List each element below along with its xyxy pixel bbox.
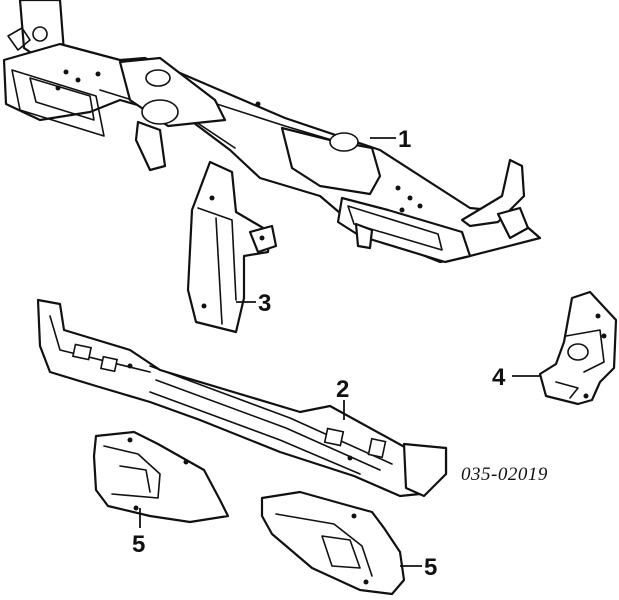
callout-3: 3 (236, 290, 271, 317)
callout-2-label: 2 (336, 376, 349, 403)
upper-radiator-support (2, 0, 542, 264)
callout-1-label: 1 (398, 126, 411, 153)
callout-1: 1 (370, 126, 411, 153)
lower-radiator-support (36, 298, 448, 498)
callout-4-label: 4 (492, 364, 506, 391)
callout-5-left: 5 (132, 508, 145, 558)
reference-code: 035-02019 (461, 464, 548, 485)
side-bracket (186, 160, 278, 334)
air-deflector-right (260, 490, 406, 596)
callout-4: 4 (492, 364, 540, 391)
callout-5-right: 5 (400, 554, 437, 581)
callout-3-label: 3 (258, 290, 271, 317)
corner-bracket (538, 290, 618, 406)
callout-5-right-label: 5 (424, 554, 437, 581)
air-deflector-left (92, 430, 230, 524)
callout-5-left-label: 5 (132, 531, 145, 558)
callout-2: 2 (336, 376, 349, 420)
